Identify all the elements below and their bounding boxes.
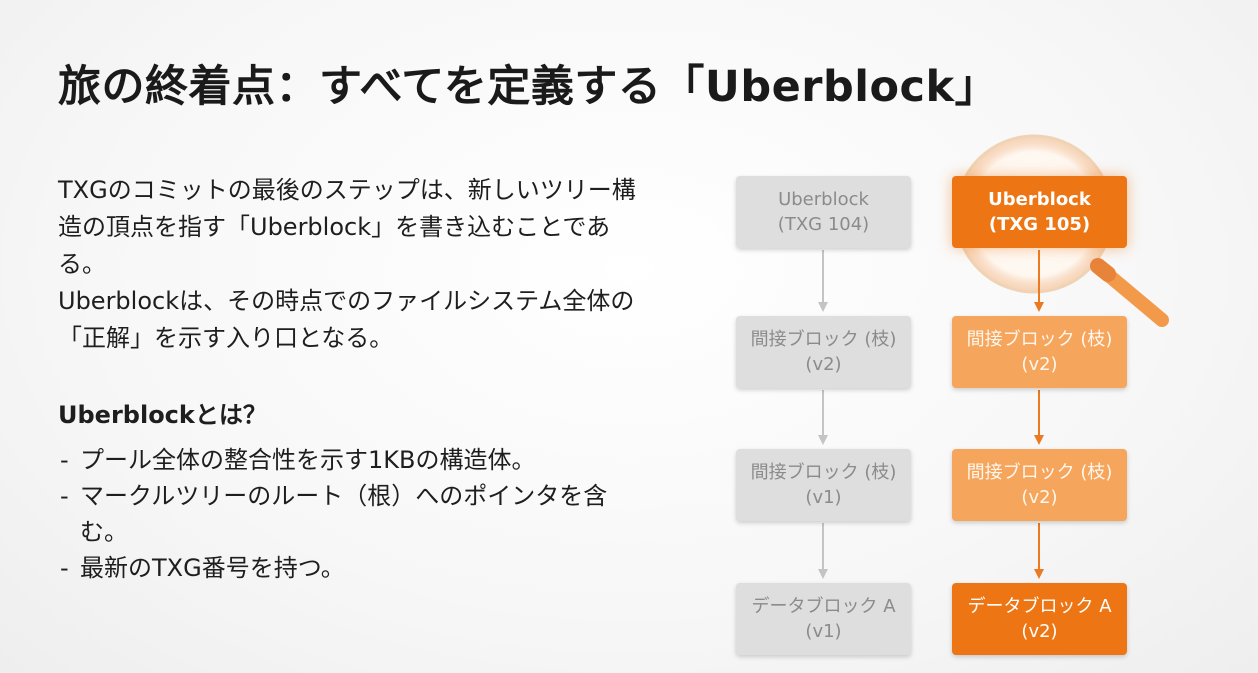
definition-list: プール全体の整合性を示す1KBの構造体。 マークルツリーのルート（根）へのポイン… [58, 442, 638, 586]
box-label: 間接ブロック (枝) [966, 462, 1113, 483]
intro-paragraph-2: Uberblockは、その時点でのファイルシステム全体の「正解」を示す入り口とな… [58, 287, 635, 352]
box-label: 間接ブロック (枝) [750, 462, 897, 483]
box-label: 間接ブロック (枝) [966, 329, 1113, 350]
box-label: 間接ブロック (枝) [750, 329, 897, 350]
definition-bullet: マークルツリーのルート（根）へのポインタを含む。 [58, 478, 638, 550]
box-version: (v2) [805, 354, 842, 375]
intro-paragraph-1: TXGのコミットの最後のステップは、新しいツリー構造の頂点を指す「Uberblo… [58, 176, 636, 278]
box-label: Uberblock [778, 189, 869, 210]
box-label: データブロック A [967, 596, 1112, 617]
definition-bullet: プール全体の整合性を示す1KBの構造体。 [58, 442, 638, 478]
box-version: (v2) [1021, 621, 1058, 642]
old-indirect-block-box: 間接ブロック (枝) (v1) [736, 449, 911, 521]
new-indirect-block-box: 間接ブロック (枝) (v2) [952, 449, 1127, 521]
old-uberblock-box: Uberblock (TXG 104) [736, 176, 911, 248]
box-label: データブロック A [751, 596, 896, 617]
definition-bullet: 最新のTXG番号を持つ。 [58, 550, 638, 586]
box-version: (TXG 105) [988, 214, 1091, 235]
new-data-block-box: データブロック A (v2) [952, 583, 1127, 655]
box-version: (v1) [805, 487, 842, 508]
definition-heading: Uberblockとは？ [58, 401, 267, 429]
box-label: Uberblock [988, 189, 1091, 210]
new-indirect-block-box: 間接ブロック (枝) (v2) [952, 316, 1127, 388]
box-version: (TXG 104) [777, 214, 870, 235]
old-indirect-block-box: 間接ブロック (枝) (v2) [736, 316, 911, 388]
old-data-block-box: データブロック A (v1) [736, 583, 911, 655]
new-uberblock-box: Uberblock (TXG 105) [952, 176, 1127, 248]
intro-text: TXGのコミットの最後のステップは、新しいツリー構造の頂点を指す「Uberblo… [58, 172, 638, 357]
box-version: (v1) [805, 621, 842, 642]
page-title: 旅の終着点：すべてを定義する「Uberblock」 [58, 62, 999, 112]
box-version: (v2) [1021, 487, 1058, 508]
box-version: (v2) [1021, 354, 1058, 375]
